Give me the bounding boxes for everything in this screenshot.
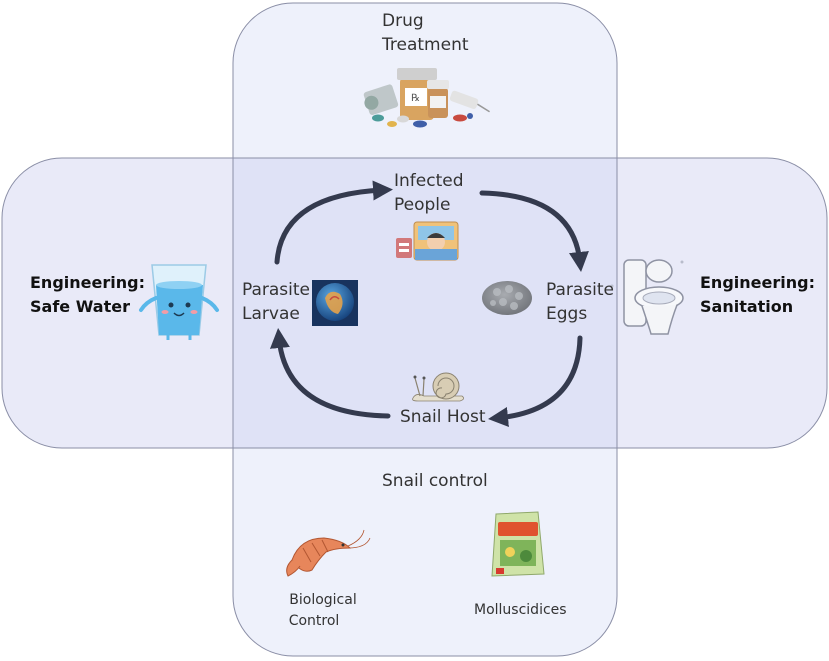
parasite-larvae-label-line1: Parasite xyxy=(242,280,311,300)
molluscicide-bag-icon xyxy=(491,511,545,577)
parasite-egg-icon xyxy=(482,281,532,315)
sick-person-in-bed-icon xyxy=(396,221,459,261)
infected-people-label-line2: People xyxy=(394,195,451,215)
drug-treatment-title-line1: Drug xyxy=(382,11,424,31)
snail-host-label: Snail Host xyxy=(400,407,486,427)
drug-treatment-title-line2: Treatment xyxy=(382,35,469,55)
shrimp-icon xyxy=(286,529,371,577)
parasite-larva-icon xyxy=(312,280,358,326)
safe-water-title-line2: Safe Water xyxy=(30,297,130,316)
arrow-larvae-to-infected xyxy=(274,180,393,265)
parasite-eggs-label-line2: Eggs xyxy=(546,304,588,324)
arrow-snail-to-larvae xyxy=(269,328,391,419)
sanitation-title-line1: Engineering: xyxy=(700,273,815,292)
molluscicides-label: Molluscidices xyxy=(474,602,567,618)
biological-control-label-line1: Biological xyxy=(289,592,357,608)
arrow-infected-to-eggs xyxy=(479,190,589,272)
sanitation-title-line2: Sanitation xyxy=(700,297,794,316)
infected-people-label-line1: Infected xyxy=(394,171,464,191)
toilet-icon xyxy=(610,259,684,335)
svg-text:℞: ℞ xyxy=(411,93,420,104)
parasite-eggs-label-line1: Parasite xyxy=(546,280,615,300)
safe-water-title-line1: Engineering: xyxy=(30,273,145,292)
parasite-larvae-label-line2: Larvae xyxy=(242,304,300,324)
snail-icon xyxy=(412,372,464,402)
arrow-eggs-to-snail xyxy=(488,335,583,427)
snail-control-title: Snail control xyxy=(382,471,488,491)
biological-control-label-line2: Control xyxy=(288,613,340,629)
water-glass-icon xyxy=(139,264,219,340)
pill-bottles-icon: ℞ xyxy=(363,68,490,128)
